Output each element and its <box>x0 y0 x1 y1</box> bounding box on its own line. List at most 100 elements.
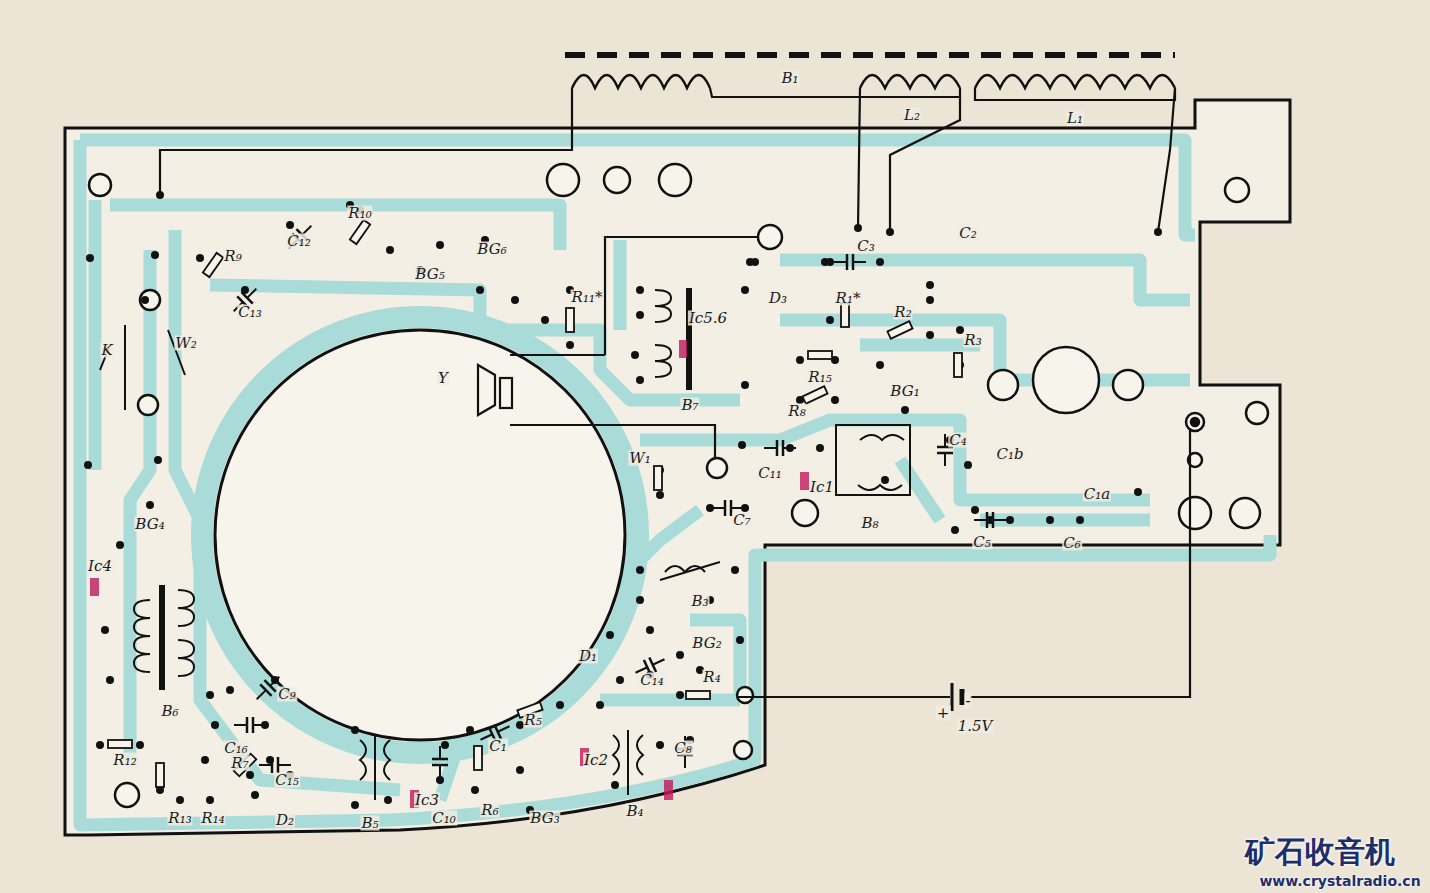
capacitor-symbol <box>283 220 317 254</box>
part-label: L₁ <box>1066 111 1084 126</box>
pad <box>541 316 549 324</box>
capacitor-symbol <box>974 512 1006 528</box>
pad <box>516 766 524 774</box>
pad <box>84 461 92 469</box>
resistor-symbol <box>156 763 164 787</box>
resistor-symbol <box>808 351 832 359</box>
resistor-symbol <box>654 466 662 490</box>
watermark: 矿石收音机 <box>1245 832 1395 873</box>
part-label: C₄ <box>948 433 968 448</box>
pad <box>286 221 294 229</box>
pad <box>351 801 359 809</box>
pad <box>1006 516 1014 524</box>
pad <box>636 566 644 574</box>
pad <box>116 541 124 549</box>
part-label: C₈ <box>673 741 693 756</box>
ferrite-rod <box>565 52 1175 58</box>
pad <box>136 741 144 749</box>
resistor-symbol <box>566 308 574 332</box>
pad <box>926 281 934 289</box>
part-label: R₁₁* <box>571 290 604 305</box>
part-label: - <box>964 694 971 709</box>
pad <box>964 461 972 469</box>
resistor-symbol <box>474 746 482 770</box>
part-label: R₁₂ <box>112 753 137 768</box>
board-outline <box>65 100 1290 835</box>
part-label: Ic2 <box>583 753 609 768</box>
part-label: R₈ <box>787 404 806 419</box>
pad <box>656 491 664 499</box>
part-label: L₂ <box>903 108 921 123</box>
part-label: BG₅ <box>414 267 445 282</box>
pad <box>736 636 744 644</box>
pad <box>511 296 519 304</box>
part-label: C₁₃ <box>237 305 263 320</box>
part-label: R₁* <box>835 291 862 306</box>
pad <box>1076 516 1084 524</box>
pad <box>476 286 484 294</box>
pad <box>206 691 214 699</box>
pad <box>384 796 392 804</box>
capacitor-symbol <box>834 254 866 270</box>
pad <box>154 456 162 464</box>
pad <box>351 726 359 734</box>
pad <box>611 781 619 789</box>
part-label: Ic4 <box>87 559 113 574</box>
pad <box>196 254 204 262</box>
pad <box>226 686 234 694</box>
resistor-symbol <box>954 353 962 377</box>
resistor-symbol <box>203 253 223 277</box>
resistor-symbol <box>841 303 849 327</box>
part-label: Y <box>437 371 449 386</box>
pad <box>656 741 664 749</box>
part-label: R₃ <box>963 333 982 348</box>
pad <box>556 701 564 709</box>
wires <box>160 88 1190 697</box>
part-label: R₄ <box>702 670 721 685</box>
pad <box>796 356 804 364</box>
pad <box>441 741 449 749</box>
part-label: K <box>100 343 113 358</box>
part-label: D₁ <box>578 649 598 664</box>
pad <box>386 246 394 254</box>
capacitor-symbol <box>259 757 291 773</box>
part-label: C₉ <box>277 687 297 702</box>
resistor-symbol <box>802 386 827 403</box>
pad <box>854 224 862 232</box>
pad <box>146 501 154 509</box>
part-label: BG₄ <box>134 517 165 532</box>
pad <box>731 566 739 574</box>
part-label: BG₆ <box>476 242 507 257</box>
pad <box>636 286 644 294</box>
pad <box>1134 488 1142 496</box>
pad <box>876 258 884 266</box>
part-label: C₇ <box>732 513 752 528</box>
pad <box>616 676 624 684</box>
copper-traces <box>80 140 1270 825</box>
pad <box>741 381 749 389</box>
part-label: B₃ <box>690 594 709 609</box>
resistor-symbol <box>686 691 710 699</box>
part-label: B₅ <box>360 816 379 831</box>
pad <box>101 626 109 634</box>
pad <box>821 258 829 266</box>
pad <box>106 676 114 684</box>
capacitor-symbol <box>234 717 266 733</box>
part-label: C₁₄ <box>639 673 665 688</box>
coil-windings <box>572 75 1175 88</box>
part-label: BG₂ <box>691 636 722 651</box>
part-label: R₉ <box>223 249 242 264</box>
part-label: C₁₅ <box>274 773 300 788</box>
pad <box>211 721 219 729</box>
mounting-holes <box>89 164 1268 807</box>
pad <box>141 296 149 304</box>
pad <box>176 796 184 804</box>
pad <box>151 251 159 259</box>
pad <box>971 506 979 514</box>
pad <box>738 441 746 449</box>
resistor-symbol <box>887 321 912 338</box>
part-label: C₁b <box>995 447 1024 462</box>
part-label: C₂ <box>958 226 978 241</box>
pad <box>951 526 959 534</box>
resistor-symbol <box>108 740 132 748</box>
